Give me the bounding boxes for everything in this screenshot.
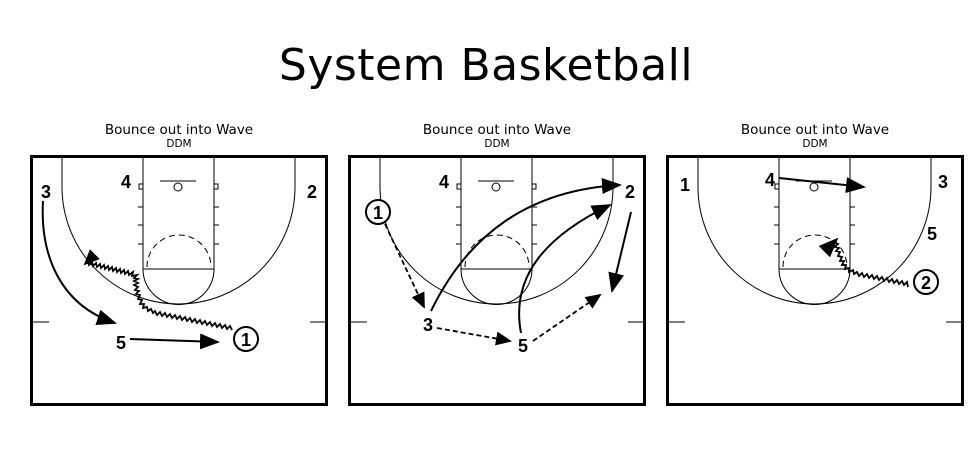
player-4: 4 — [765, 170, 775, 190]
diagram-2: Bounce out into Wave DDM — [347, 122, 647, 408]
court-lines — [30, 155, 328, 406]
player-5: 5 — [116, 333, 126, 353]
dribble-2 — [818, 237, 909, 288]
pass-5-to-2 — [532, 293, 602, 342]
court-lines — [666, 155, 964, 406]
diagram-subtitle: DDM — [484, 138, 510, 150]
player-3: 3 — [423, 315, 433, 335]
cut-5 — [518, 204, 612, 334]
diagram-1: Bounce out into Wave DDM — [29, 122, 329, 408]
cut-path-5 — [129, 333, 220, 350]
player-3: 3 — [938, 172, 948, 192]
player-4: 4 — [439, 172, 449, 192]
svg-text:1: 1 — [241, 330, 251, 350]
cut-3 — [430, 177, 622, 312]
diagram-title: Bounce out into Wave — [422, 122, 572, 138]
player-1: 1 — [233, 326, 259, 352]
diagram-title: Bounce out into Wave — [740, 122, 890, 138]
diagram-subtitle: DDM — [166, 138, 192, 150]
player-2: 2 — [625, 182, 635, 202]
diagram-subtitle: DDM — [802, 138, 828, 150]
player-5: 5 — [518, 336, 528, 356]
page-title: System Basketball — [278, 40, 694, 91]
pass-3-to-5 — [436, 327, 512, 346]
court-lines — [348, 155, 646, 406]
cut-path-3 — [41, 200, 117, 325]
player-3: 3 — [41, 182, 51, 202]
court: 1 2 3 4 5 — [348, 155, 646, 406]
pass-1-to-3 — [384, 223, 425, 309]
player-4: 4 — [121, 172, 131, 192]
dribble-path — [83, 249, 233, 331]
court: 1 2 3 4 5 — [666, 155, 964, 406]
player-1: 1 — [680, 175, 690, 195]
player-5: 5 — [927, 224, 937, 244]
svg-text:1: 1 — [373, 203, 383, 223]
court: 1 2 3 4 5 — [30, 155, 328, 406]
diagram-3: Bounce out into Wave DDM 1 — [665, 122, 965, 408]
svg-text:2: 2 — [921, 273, 931, 293]
player-2: 2 — [913, 269, 939, 295]
player-1: 1 — [365, 199, 391, 225]
diagram-title: Bounce out into Wave — [104, 122, 254, 138]
player-2: 2 — [307, 182, 317, 202]
cut-4 — [778, 177, 866, 194]
cut-2 — [608, 211, 632, 293]
